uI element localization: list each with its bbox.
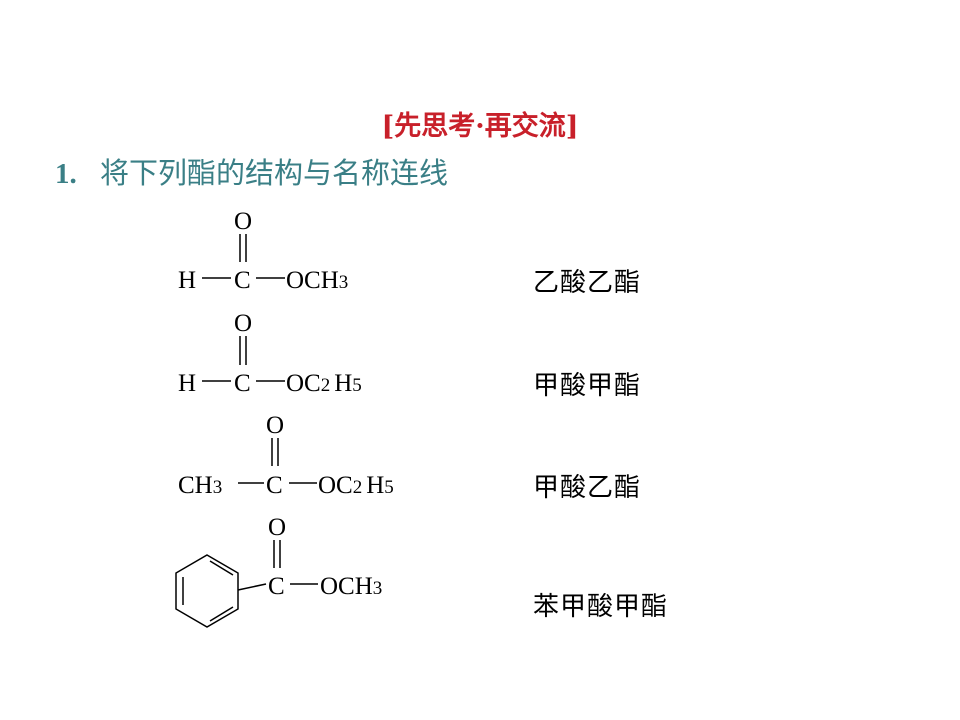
carbonyl-oxygen: O <box>266 412 284 439</box>
question-number: 1. <box>55 158 77 190</box>
carbonyl-carbon: C <box>268 573 285 600</box>
structure-methyl-benzoate: O C OCH3 <box>175 514 382 628</box>
question-text: 将下列酯的结构与名称连线 <box>99 156 448 190</box>
atom-left: H <box>178 267 196 294</box>
single-bond-line <box>237 583 267 591</box>
ester-name: 乙酸乙酯 <box>533 268 642 298</box>
ring-double-bond <box>209 560 234 576</box>
benzene-ring <box>175 554 239 628</box>
ester-group: OCH3 <box>286 267 348 294</box>
section-heading: [先思考·再交流] <box>381 111 579 142</box>
ester-name: 甲酸甲酯 <box>533 371 642 401</box>
carbonyl-carbon: C <box>266 472 283 499</box>
carbonyl-oxygen: O <box>234 310 252 337</box>
ester-group: OCH3 <box>320 573 382 600</box>
carbonyl-oxygen: O <box>268 514 286 541</box>
carbonyl-carbon: C <box>234 267 251 294</box>
carbonyl-carbon: C <box>234 370 251 397</box>
ester-name: 甲酸乙酯 <box>533 473 642 503</box>
ring-double-bond <box>209 606 234 622</box>
structure-methyl-formate: O H C OCH3 <box>178 208 348 294</box>
question-line: 1. 将下列酯的结构与名称连线 <box>55 150 448 192</box>
ester-name: 苯甲酸甲酯 <box>533 592 669 622</box>
carbonyl-oxygen: O <box>234 208 252 235</box>
atom-left: CH3 <box>178 472 222 499</box>
atom-left: H <box>178 370 196 397</box>
